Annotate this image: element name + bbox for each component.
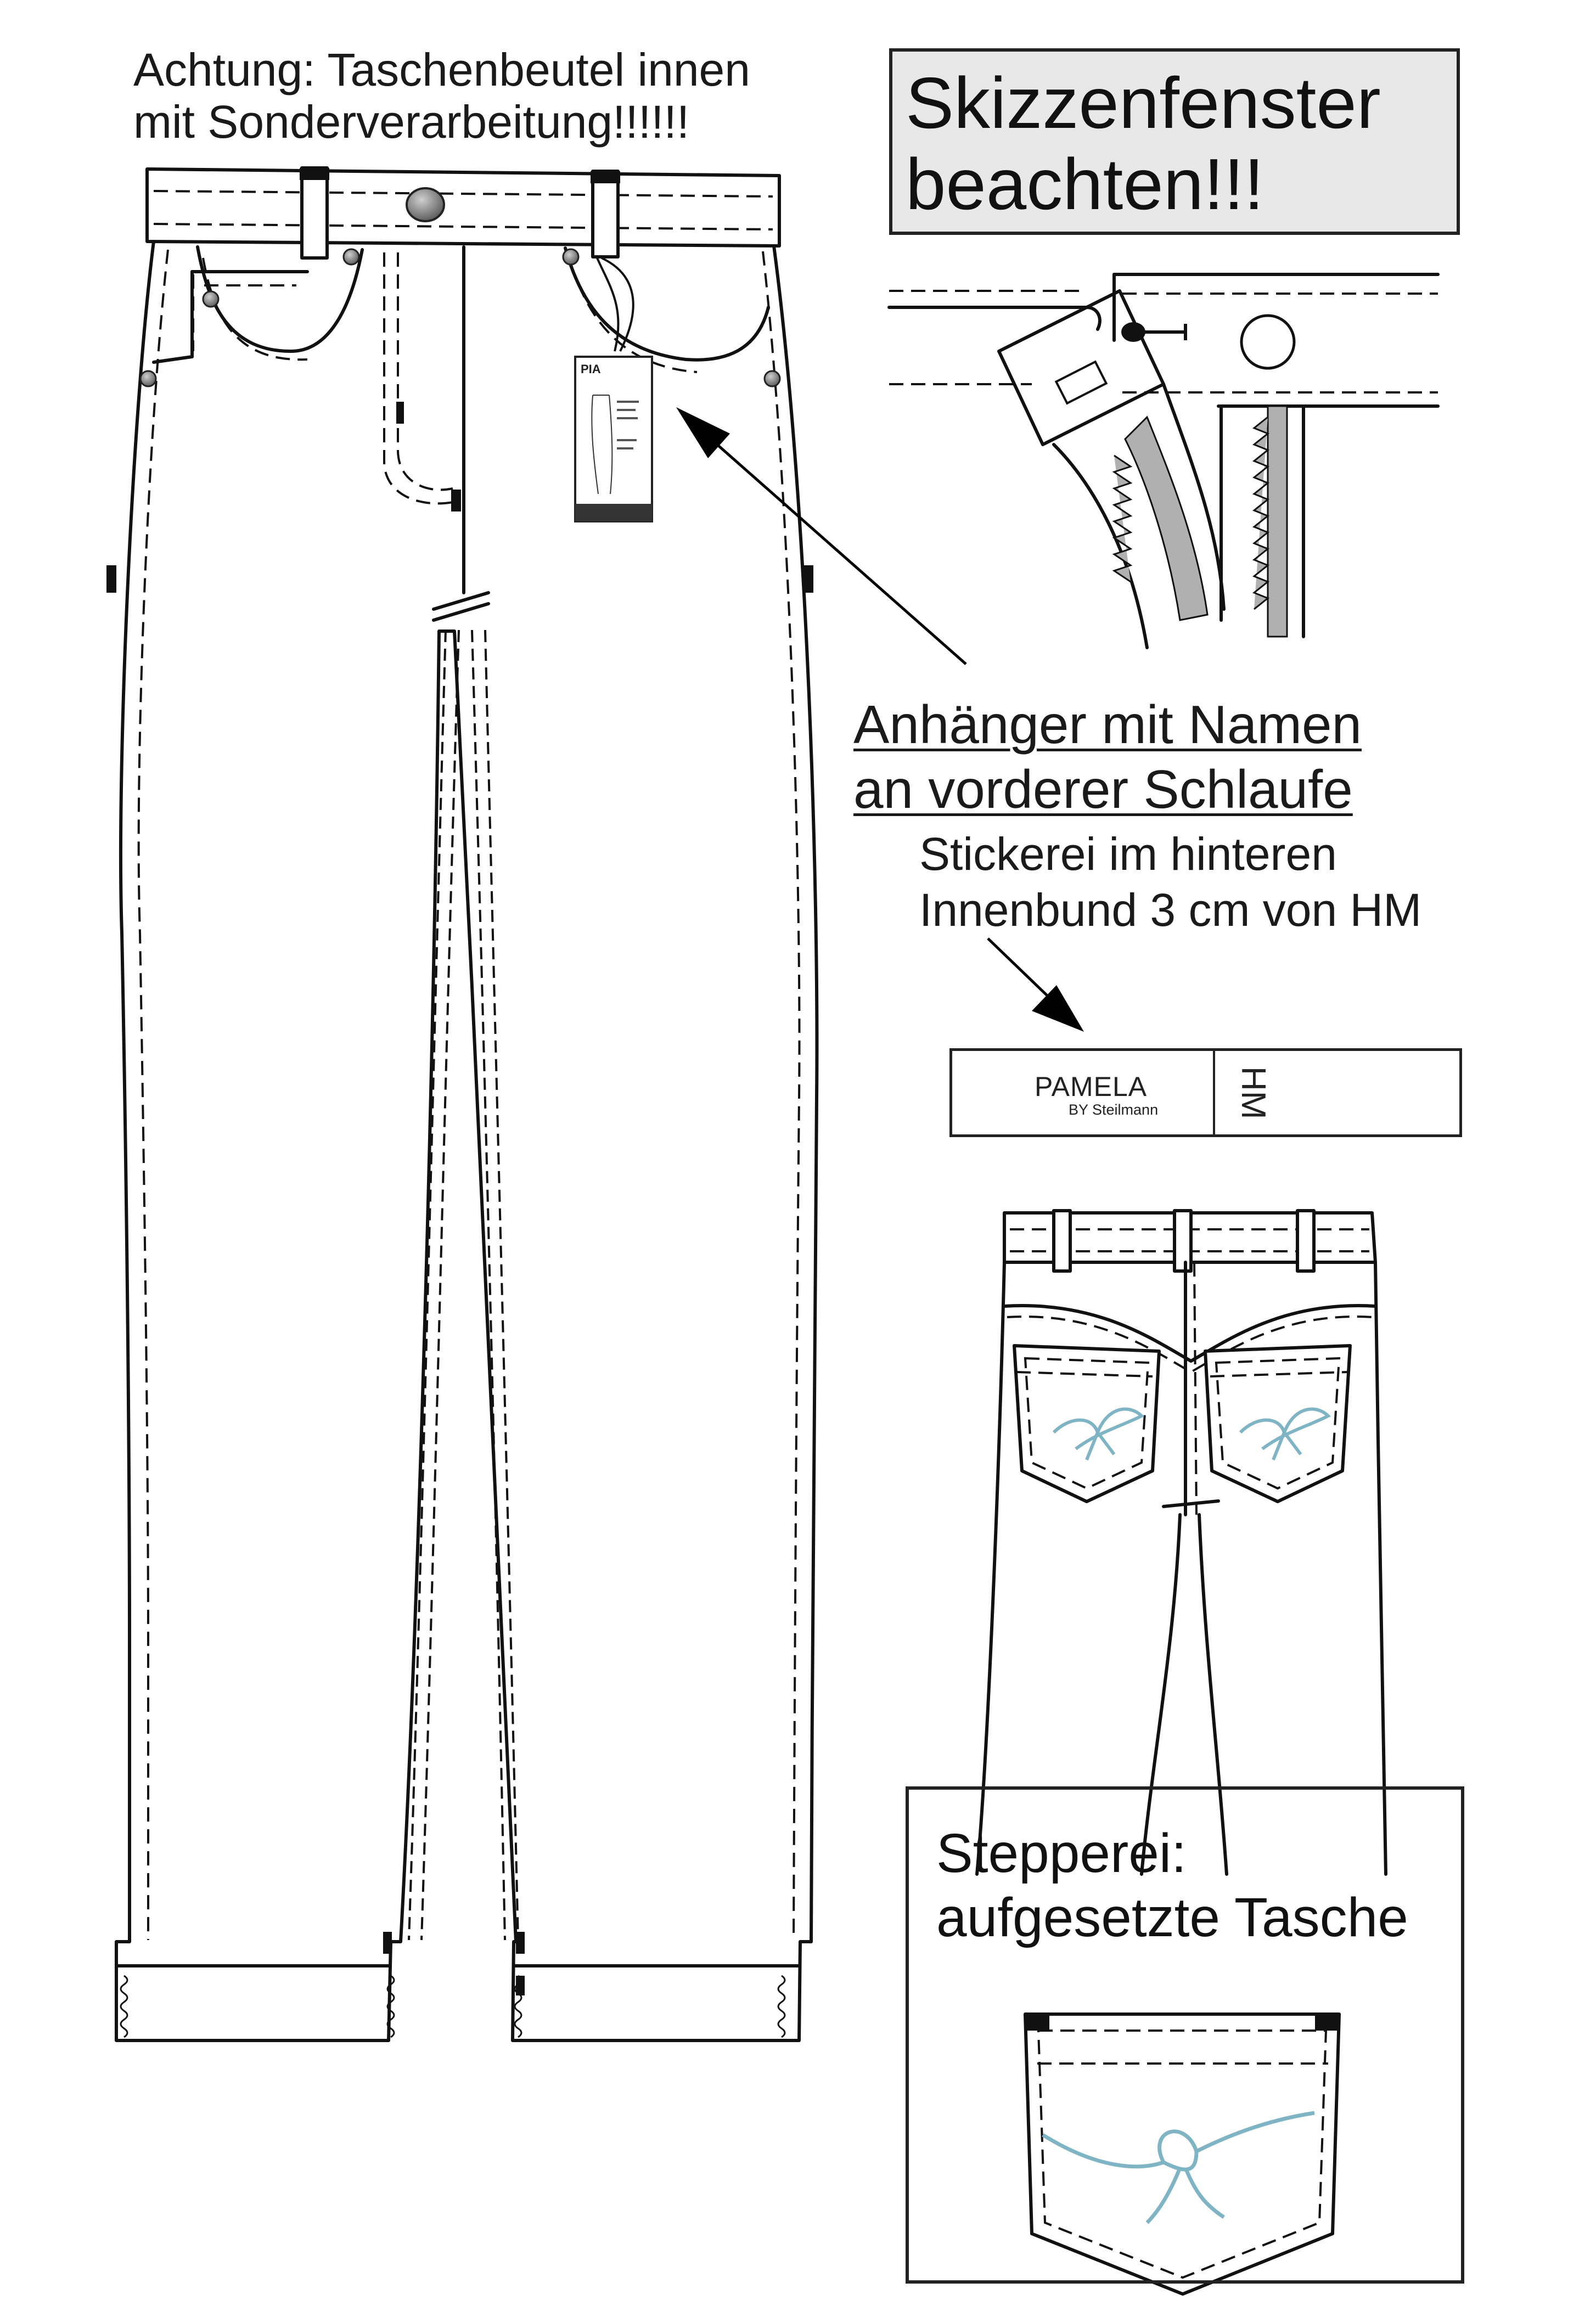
bow-embroidery-icon: [1052, 1407, 1145, 1461]
grey-rivet-icon: [202, 290, 220, 308]
stitch-detail-pocket: [1024, 2012, 1341, 2296]
hang-tag-card: [574, 356, 653, 522]
note-line: beachten!!!: [906, 143, 1265, 224]
note-line: Achtung: Taschenbeutel innen: [133, 44, 750, 95]
shank-button-icon: [406, 187, 445, 222]
note-line: Stepperei:: [936, 1823, 1187, 1884]
brand-label-strip: PAMELA BY Steilmann HM: [949, 1048, 1462, 1137]
front-view: [106, 166, 819, 2042]
note-line: an vorderer Schlaufe: [853, 758, 1353, 819]
hang-tag-note: Anhänger mit Namen an vorderer Schlaufe: [853, 693, 1362, 822]
front-belt-loop-right: [591, 170, 620, 258]
back-view: [975, 1209, 1387, 1876]
embroidery-note: Stickerei im hinteren Innenbund 3 cm von…: [919, 826, 1421, 938]
label-divider: [1213, 1051, 1215, 1134]
label-subline: BY Steilmann: [1069, 1101, 1159, 1118]
note-line: aufgesetzte Tasche: [936, 1887, 1408, 1948]
stitching-note-box: Stepperei: aufgesetzte Tasche: [906, 1786, 1464, 2284]
note-line: Stickerei im hinteren: [919, 828, 1337, 880]
label-brand: PAMELA: [1035, 1071, 1148, 1102]
grey-rivet-icon: [763, 370, 781, 387]
zipper-detail-sketch: [887, 273, 1440, 649]
hang-tag-name: PIA: [581, 362, 601, 376]
note-line: Innenbund 3 cm von HM: [919, 884, 1422, 936]
grey-rivet-icon: [139, 370, 157, 387]
grey-rivet-icon: [342, 248, 360, 266]
grey-rivet-icon: [562, 248, 580, 266]
front-leg-outline: [115, 240, 819, 2042]
bow-embroidery-icon: [1239, 1407, 1331, 1461]
pocket-bag-warning-note: Achtung: Taschenbeutel innen mit Sonderv…: [133, 44, 750, 148]
front-pocket-left: [196, 245, 364, 353]
note-line: Skizzenfenster: [906, 63, 1381, 143]
front-pocket-right: [564, 246, 770, 362]
front-waistband: [145, 167, 781, 248]
sketch-window-note-box: Skizzenfenster beachten!!!: [889, 48, 1460, 235]
label-hm-mark: HM: [1234, 1066, 1272, 1120]
bow-embroidery-icon: [1042, 2111, 1315, 2224]
note-line: Anhänger mit Namen: [853, 694, 1362, 755]
front-belt-loop-left: [300, 166, 329, 260]
note-line: mit Sonderverarbeitung!!!!!!: [133, 95, 690, 148]
